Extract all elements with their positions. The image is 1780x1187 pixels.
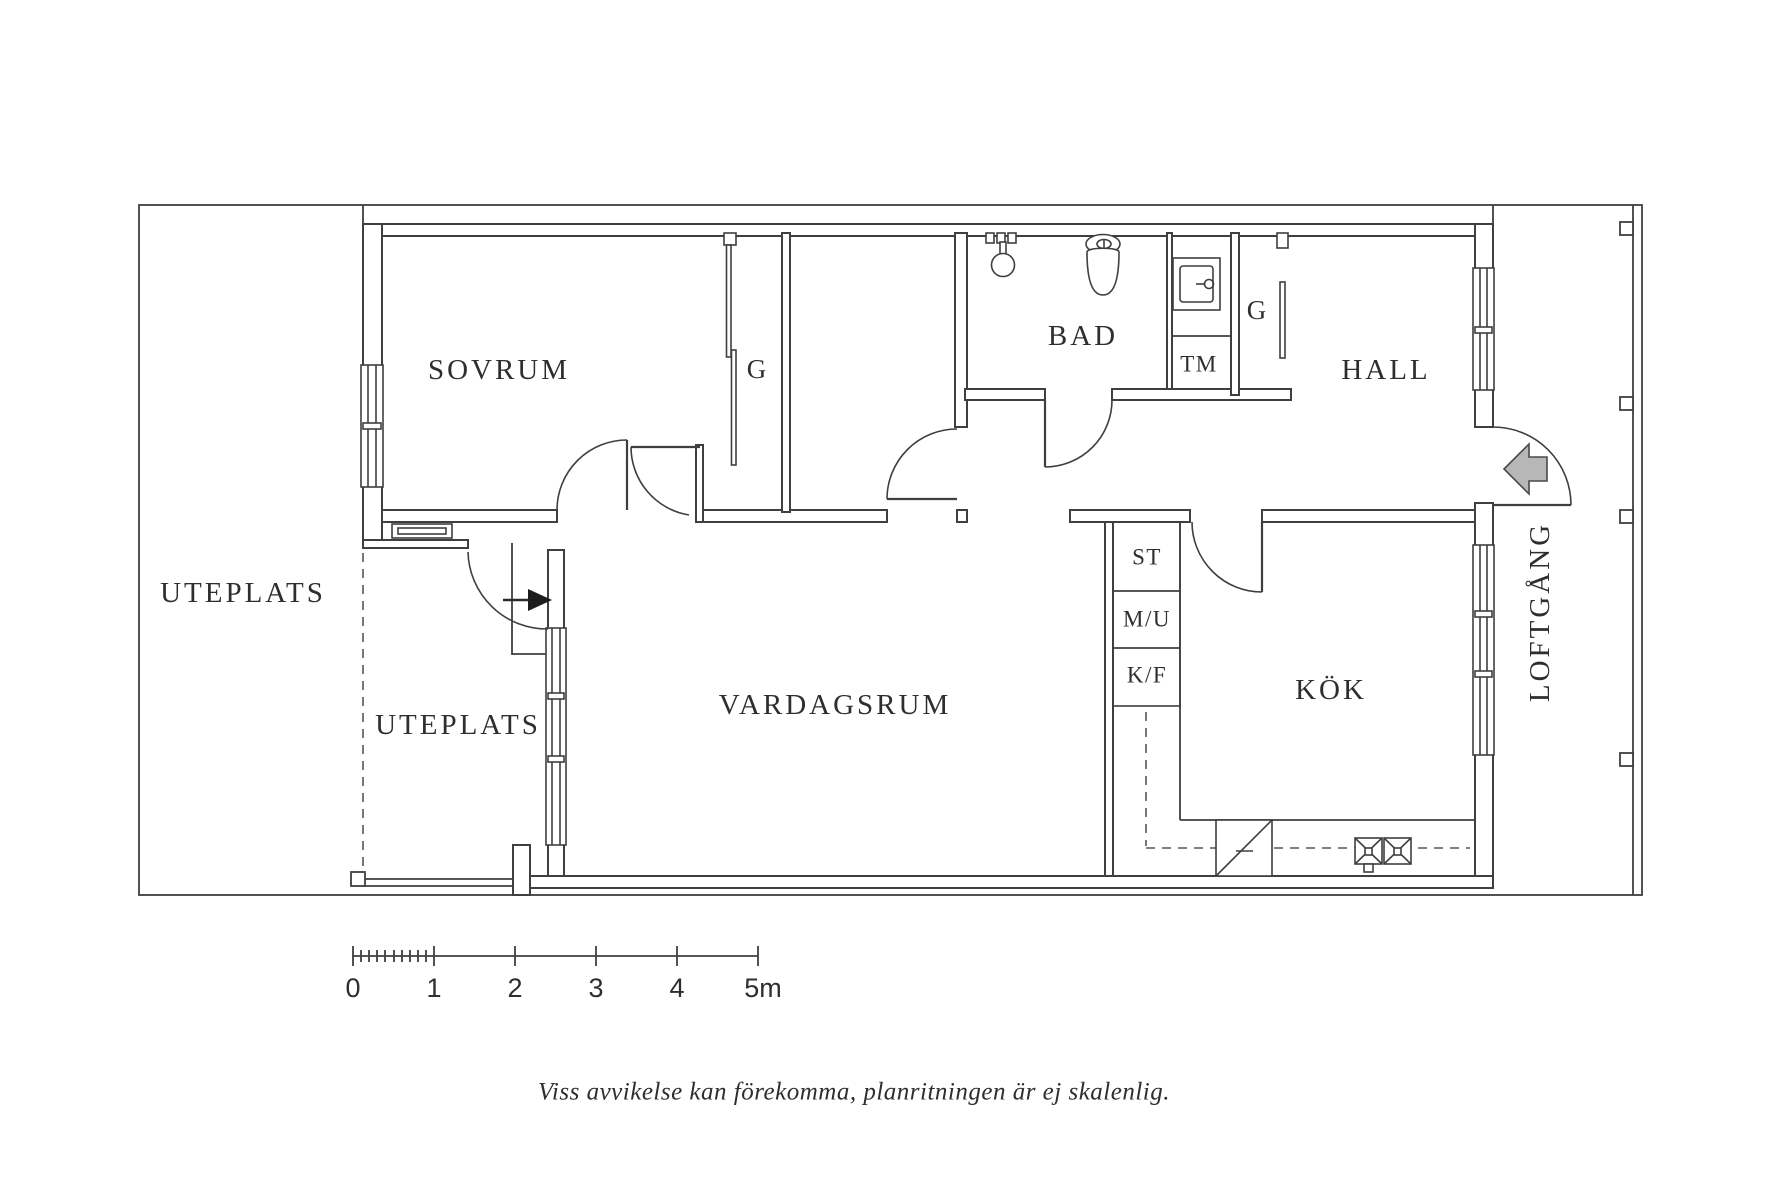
- walls: [362, 205, 1494, 896]
- balcony-post: [1619, 752, 1634, 767]
- room-label-tm: TM: [1180, 352, 1218, 377]
- disclaimer-text: Viss avvikelse kan förekomma, planritnin…: [538, 1079, 1170, 1106]
- scale-tick-3: 3: [588, 973, 603, 1003]
- room-label-sovrum: SOVRUM: [428, 354, 570, 386]
- sliding-doors: [723, 232, 1289, 466]
- wall-bad-bottom-right: [1111, 388, 1292, 401]
- sliding-door-hall: [1279, 281, 1286, 359]
- door-kok: [1191, 521, 1264, 593]
- window-vardagsrum: [545, 627, 567, 846]
- wall-top: [362, 223, 1494, 237]
- room-label-loftgang: LOFTGÅNG: [1524, 522, 1556, 702]
- wall-bad-left: [954, 232, 968, 428]
- room-label-uteplats-lower: UTEPLATS: [375, 709, 541, 741]
- wall-corner-pillar: [512, 844, 531, 896]
- sink-icon: [1354, 837, 1412, 873]
- scale-tick-0: 0: [345, 973, 360, 1003]
- window-sovrum: [360, 364, 384, 488]
- room-label-garderob-sovrum: G: [747, 354, 768, 384]
- room-label-bad: BAD: [1048, 320, 1118, 352]
- wall-bad-bottom-left: [964, 388, 1046, 401]
- stove-icon: [1215, 819, 1273, 877]
- wall-kitchen-left: [1104, 521, 1114, 877]
- appliance-label-st: ST: [1132, 545, 1162, 570]
- patio-entry-arrow-icon: [503, 589, 552, 611]
- wall-bottom: [529, 875, 1494, 889]
- entry-arrow-icon: [1502, 442, 1548, 496]
- wall-tm-divider: [1166, 232, 1173, 390]
- window-kok: [1472, 544, 1495, 756]
- door-sovrum: [556, 439, 629, 511]
- appliance-label-mu: M/U: [1123, 607, 1171, 632]
- balcony-post: [1619, 509, 1634, 524]
- door-closet-room: [886, 428, 958, 501]
- door-vardagsrum-jog: [630, 445, 700, 516]
- windows: [360, 267, 1495, 846]
- scale-bar: 0 1 2 3 4 5m: [345, 946, 782, 1003]
- room-label-kok: KÖK: [1295, 674, 1367, 706]
- toilet-icon: [1085, 233, 1121, 296]
- scale-tick-1: 1: [426, 973, 441, 1003]
- washbasin-icon: [985, 232, 1017, 278]
- sliding-door-sovrum: [730, 349, 737, 466]
- scale-tick-5m: 5m: [744, 973, 782, 1003]
- balcony-post: [1619, 396, 1634, 411]
- room-label-hall: HALL: [1341, 354, 1430, 386]
- wall-garderob-hall: [1230, 232, 1240, 396]
- door-patio: [467, 551, 549, 630]
- radiator-sovrum: [391, 523, 453, 539]
- door-entry: [1492, 426, 1572, 507]
- room-label-garderob-hall: G: [1247, 295, 1268, 325]
- kitchen-fixtures: [1112, 521, 1475, 877]
- appliance-label-kf: K/F: [1127, 663, 1167, 688]
- balcony-post: [1619, 221, 1634, 236]
- site-boundary: [138, 204, 1643, 896]
- sliding-door-sovrum: [725, 244, 732, 358]
- scale-tick-4: 4: [669, 973, 684, 1003]
- door-bad: [1043, 399, 1113, 468]
- washing-machine-icon: [1172, 257, 1221, 311]
- doors: [467, 399, 1572, 630]
- room-label-vardagsrum: VARDAGSRUM: [719, 689, 952, 721]
- wall-patio-top: [362, 539, 469, 549]
- window-hall: [1472, 267, 1495, 391]
- wall-room-divider: [781, 232, 791, 513]
- patio-elements: [350, 442, 1548, 887]
- scale-tick-2: 2: [507, 973, 522, 1003]
- room-label-uteplats-left: UTEPLATS: [160, 577, 326, 609]
- bathroom-fixtures: [985, 232, 1231, 337]
